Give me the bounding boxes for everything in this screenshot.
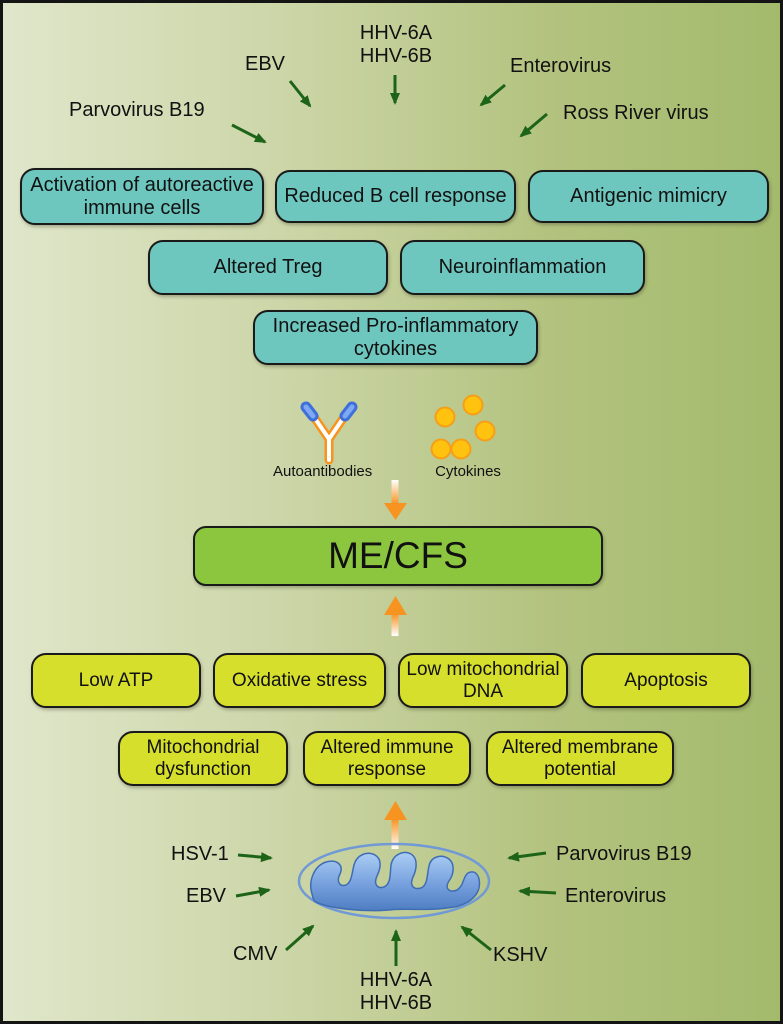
- label-cytokines: Cytokines: [435, 463, 501, 480]
- arrow-parvovirus-bottom: [507, 851, 547, 862]
- label-hhv6-top: HHV-6A HHV-6B: [355, 22, 437, 68]
- mito-box-altered-membrane-potential: Altered membrane potential: [486, 731, 674, 786]
- mito-box-apoptosis: Apoptosis: [581, 653, 751, 708]
- mito-box-low-mtdna: Low mitochondrial DNA: [398, 653, 568, 708]
- label-hhv6a-bottom: HHV-6A: [359, 969, 433, 991]
- mito-box-low-atp: Low ATP: [31, 653, 201, 708]
- label-hhv6-bottom: HHV-6A HHV-6B: [355, 969, 437, 1015]
- effect-box-neuroinflammation: Neuroinflammation: [400, 240, 645, 295]
- arrow-ross-river: [519, 112, 548, 138]
- top-virus-arrows: [231, 75, 548, 144]
- arrow-cmv: [285, 924, 315, 952]
- arrow-effects-to-mecfs: [384, 596, 407, 636]
- mito-box-oxidative-stress: Oxidative stress: [213, 653, 386, 708]
- label-hhv6b-top: HHV-6B: [359, 45, 433, 67]
- label-hhv6b-bottom: HHV-6B: [359, 992, 433, 1014]
- label-cmv: CMV: [233, 943, 278, 965]
- mitochondrion-cristae: [310, 851, 481, 912]
- label-parvovirus-b19-top: Parvovirus B19: [69, 99, 205, 121]
- arrow-enterovirus-bottom: [518, 886, 557, 897]
- label-hsv1: HSV-1: [171, 843, 229, 865]
- mitochondrion-icon: [297, 842, 491, 920]
- label-enterovirus-bottom: Enterovirus: [565, 885, 667, 907]
- label-kshv: KSHV: [493, 944, 548, 966]
- arrow-mediators-to-mecfs: [384, 480, 407, 520]
- mecfs-box: ME/CFS: [193, 526, 603, 586]
- mito-box-altered-immune-response: Altered immune response: [303, 731, 471, 786]
- arrow-ebv-top: [288, 80, 312, 108]
- effect-box-altered-treg: Altered Treg: [148, 240, 388, 295]
- label-enterovirus-top: Enterovirus: [510, 55, 612, 77]
- effect-box-proinflammatory-cytokines: Increased Pro-inflammatory cytokines: [253, 310, 538, 365]
- arrow-mitochondrion-to-effects: [384, 801, 407, 849]
- arrow-parvovirus-top: [231, 123, 267, 144]
- label-hhv6a-top: HHV-6A: [359, 22, 433, 44]
- label-autoantibodies: Autoantibodies: [273, 463, 373, 480]
- mito-box-mitochondrial-dysfunction: Mitochondrial dysfunction: [118, 731, 288, 786]
- label-ebv-bottom: EBV: [186, 885, 227, 907]
- label-ebv-top: EBV: [245, 53, 286, 75]
- effect-box-reduced-b-cell: Reduced B cell response: [275, 170, 516, 223]
- effect-box-autoreactive-cells: Activation of autoreactive immune cells: [20, 168, 264, 225]
- arrow-hsv1: [237, 852, 273, 863]
- arrow-kshv: [460, 925, 492, 952]
- antibody-icon: [300, 401, 358, 465]
- diagram-overlay: [231, 75, 557, 966]
- arrow-ebv-bottom: [235, 886, 271, 898]
- arrow-enterovirus-top: [479, 83, 506, 107]
- cytokines-icon: [430, 394, 496, 460]
- label-parvovirus-b19-bottom: Parvovirus B19: [556, 843, 692, 865]
- label-ross-river-virus: Ross River virus: [563, 102, 709, 124]
- effect-box-antigenic-mimicry: Antigenic mimicry: [528, 170, 769, 223]
